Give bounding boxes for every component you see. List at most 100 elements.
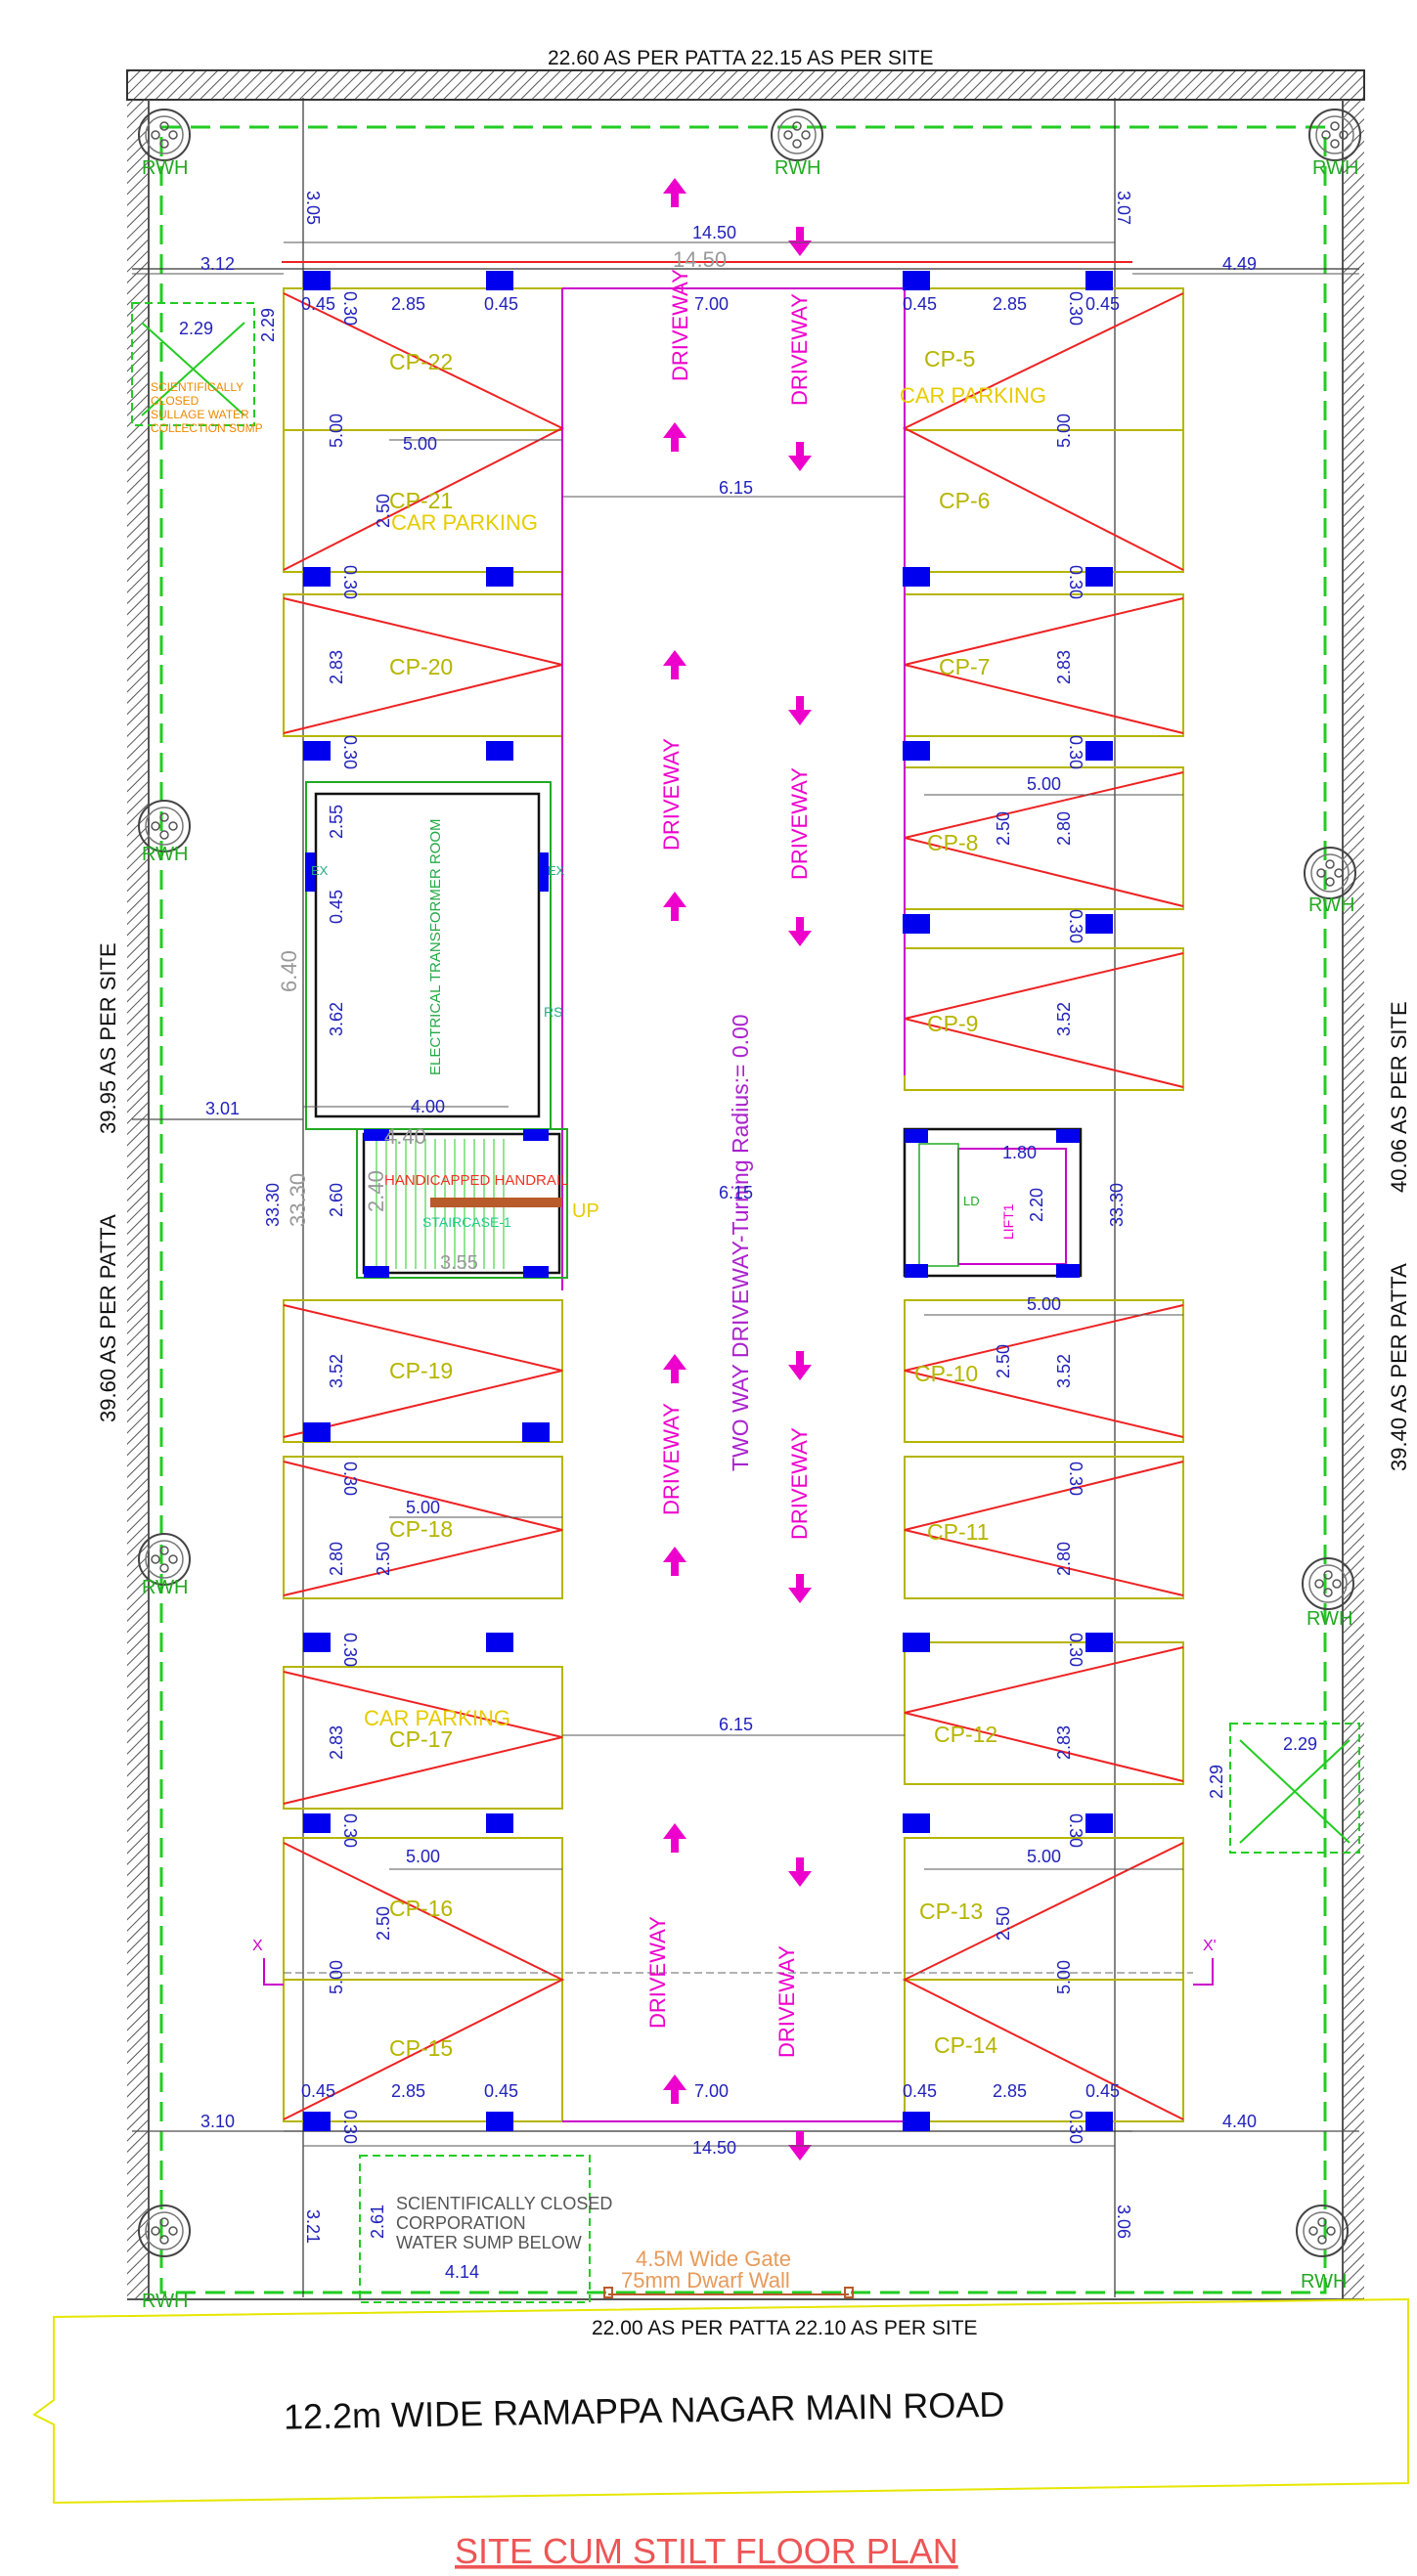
svg-text:2.50: 2.50 <box>374 1542 393 1576</box>
svg-text:0.30: 0.30 <box>1066 565 1085 599</box>
svg-text:CP-14: CP-14 <box>934 2032 997 2058</box>
svg-text:RWH: RWH <box>142 157 188 179</box>
svg-text:WATER SUMP BELOW: WATER SUMP BELOW <box>396 2233 582 2252</box>
svg-text:3.10: 3.10 <box>200 2112 235 2131</box>
svg-text:CP-5: CP-5 <box>924 346 975 371</box>
staircase-label: STAIRCASE-1 <box>422 1214 511 1230</box>
svg-text:DRIVEWAY: DRIVEWAY <box>659 738 684 851</box>
svg-text:0.30: 0.30 <box>340 2110 360 2144</box>
svg-text:2.29: 2.29 <box>1283 1734 1317 1754</box>
svg-text:0.45: 0.45 <box>484 294 518 314</box>
svg-text:CP-12: CP-12 <box>934 1722 997 1747</box>
svg-text:0.30: 0.30 <box>1066 1813 1085 1848</box>
svg-text:CAR PARKING: CAR PARKING <box>364 1706 510 1730</box>
dimension-lines <box>132 241 1359 2147</box>
water-sump <box>359 2155 591 2303</box>
road-label: 12.2m WIDE RAMAPPA NAGAR MAIN ROAD <box>284 2384 1005 2437</box>
svg-text:5.00: 5.00 <box>1027 774 1061 794</box>
svg-text:SULLAGE WATER: SULLAGE WATER <box>151 408 249 421</box>
svg-text:RWH: RWH <box>1312 157 1358 179</box>
svg-text:14.50: 14.50 <box>673 247 727 272</box>
car-parking-labels: CAR PARKING CAR PARKING CAR PARKING <box>364 383 1046 1730</box>
svg-text:RWH: RWH <box>775 157 820 179</box>
svg-text:0.45: 0.45 <box>327 890 346 924</box>
driveway-edges <box>282 261 1132 2122</box>
svg-text:5.00: 5.00 <box>406 1847 440 1866</box>
svg-text:0.30: 0.30 <box>340 291 360 326</box>
svg-text:CP-20: CP-20 <box>389 654 453 679</box>
ex-label-right: EX <box>548 863 565 878</box>
svg-text:RWH: RWH <box>1306 1608 1352 1630</box>
svg-text:2.29: 2.29 <box>1207 1765 1226 1799</box>
svg-text:2.83: 2.83 <box>1054 650 1074 684</box>
svg-text:0.30: 0.30 <box>1066 735 1085 769</box>
svg-text:0.45: 0.45 <box>903 2081 937 2101</box>
svg-text:RWH: RWH <box>142 2291 188 2312</box>
svg-text:3.07: 3.07 <box>1114 191 1133 225</box>
svg-text:0.30: 0.30 <box>1066 2110 1085 2144</box>
svg-text:5.00: 5.00 <box>406 1498 440 1517</box>
svg-text:DRIVEWAY: DRIVEWAY <box>659 1403 684 1515</box>
svg-text:2.50: 2.50 <box>994 811 1013 846</box>
svg-text:2.60: 2.60 <box>327 1183 346 1217</box>
svg-text:CP-8: CP-8 <box>927 830 978 855</box>
rs-label: RS <box>544 1004 562 1020</box>
svg-text:3.52: 3.52 <box>1054 1354 1074 1388</box>
svg-text:0.45: 0.45 <box>1085 294 1120 314</box>
parking-labels-right: CP-5 CP-6 CP-7 CP-8 CP-9 CP-10 CP-11 CP-… <box>914 346 997 2058</box>
svg-text:0.45: 0.45 <box>1085 2081 1120 2101</box>
svg-text:0.30: 0.30 <box>340 735 360 769</box>
svg-text:COLLECTION SUMP: COLLECTION SUMP <box>151 421 263 435</box>
svg-text:SCIENTIFICALLY CLOSED: SCIENTIFICALLY CLOSED <box>396 2194 612 2213</box>
svg-text:2.61: 2.61 <box>368 2205 387 2239</box>
svg-text:3.55: 3.55 <box>440 1252 478 1274</box>
svg-text:0.30: 0.30 <box>340 565 360 599</box>
svg-text:2.85: 2.85 <box>391 2081 425 2101</box>
svg-text:75mm Dwarf Wall: 75mm Dwarf Wall <box>621 2268 790 2292</box>
svg-text:14.50: 14.50 <box>692 2138 736 2158</box>
svg-text:5.00: 5.00 <box>1054 414 1074 448</box>
svg-text:3.05: 3.05 <box>303 191 323 225</box>
svg-text:RWH: RWH <box>1301 2271 1347 2292</box>
svg-text:5.00: 5.00 <box>327 1960 346 1994</box>
svg-text:0.30: 0.30 <box>340 1462 360 1496</box>
svg-text:1.80: 1.80 <box>1002 1143 1037 1162</box>
svg-text:2.50: 2.50 <box>994 1906 1013 1941</box>
svg-text:2.29: 2.29 <box>179 319 213 338</box>
driveway-labels: DRIVEWAY DRIVEWAY DRIVEWAY DRIVEWAY DRIV… <box>645 269 812 2058</box>
svg-text:4.40: 4.40 <box>384 1124 426 1149</box>
boundary-left-patta-label: 39.60 AS PER PATTA <box>96 1214 120 1422</box>
svg-text:14.50: 14.50 <box>692 223 736 242</box>
gate <box>603 2287 854 2298</box>
svg-text:0.45: 0.45 <box>484 2081 518 2101</box>
lift <box>903 1127 1083 1278</box>
svg-text:CP-13: CP-13 <box>919 1899 983 1924</box>
svg-text:4.00: 4.00 <box>411 1097 445 1116</box>
svg-text:2.83: 2.83 <box>327 1725 346 1760</box>
svg-text:CP-10: CP-10 <box>914 1361 978 1386</box>
svg-text:6.15: 6.15 <box>719 1715 753 1734</box>
two-way-driveway-label: TWO WAY DRIVEWAY-Turning Radius:= 0.00 <box>728 1014 753 1471</box>
svg-text:2.50: 2.50 <box>374 1906 393 1941</box>
svg-text:2.80: 2.80 <box>1054 1542 1074 1576</box>
svg-text:X': X' <box>1203 1938 1217 1954</box>
svg-text:2.20: 2.20 <box>1027 1188 1046 1222</box>
ld-label: LD <box>963 1194 980 1208</box>
svg-text:2.80: 2.80 <box>1054 811 1074 846</box>
boundary-bottom-label: 22.00 AS PER PATTA 22.10 AS PER SITE <box>592 2317 978 2339</box>
up-label: UP <box>572 1201 599 1222</box>
svg-text:2.85: 2.85 <box>391 294 425 314</box>
svg-text:RWH: RWH <box>1308 895 1354 916</box>
svg-text:DRIVEWAY: DRIVEWAY <box>787 293 812 406</box>
section-labels: X X' <box>252 1938 1217 1954</box>
svg-text:4.5M Wide Gate: 4.5M Wide Gate <box>636 2247 791 2271</box>
svg-text:3.21: 3.21 <box>303 2209 323 2244</box>
svg-text:0.45: 0.45 <box>301 2081 335 2101</box>
svg-text:X: X <box>252 1938 263 1954</box>
svg-text:2.50: 2.50 <box>994 1344 1013 1378</box>
boundary-left-site-label: 39.95 AS PER SITE <box>96 942 120 1134</box>
svg-text:DRIVEWAY: DRIVEWAY <box>775 1945 799 2058</box>
svg-text:2.50: 2.50 <box>374 494 393 528</box>
sullage-label: SCIENTIFICALLY CLOSED SULLAGE WATER COLL… <box>151 380 263 435</box>
svg-text:RWH: RWH <box>142 1577 188 1598</box>
